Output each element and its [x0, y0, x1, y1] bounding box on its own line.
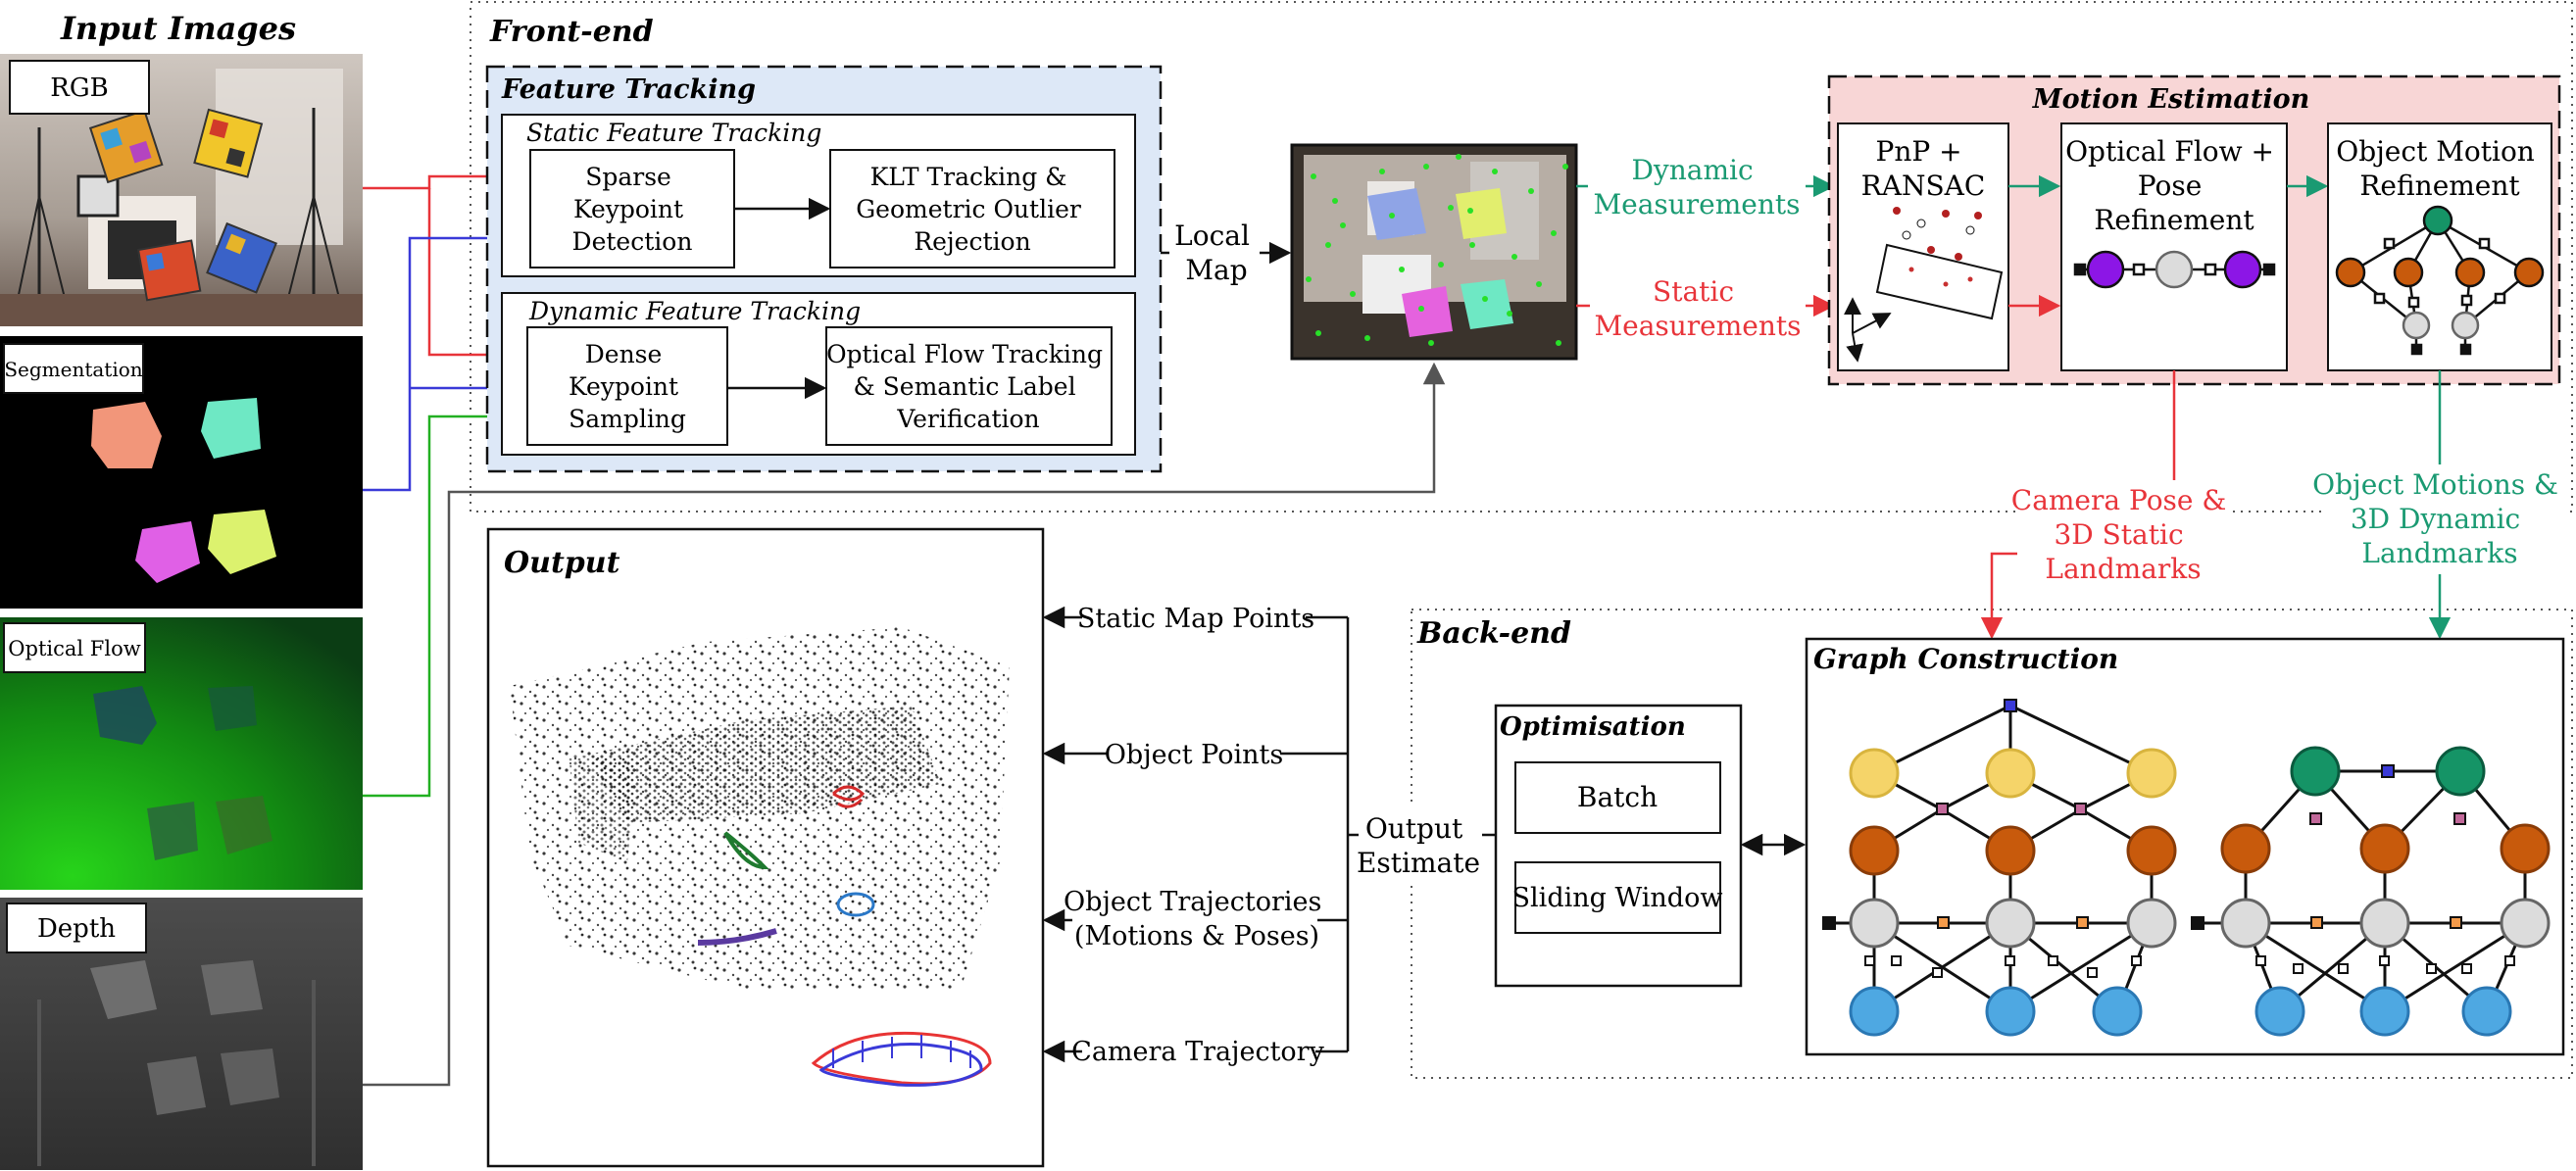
- static-measurements-bg: [1590, 268, 1806, 345]
- depth-connector: [363, 362, 1446, 1087]
- output-title: Output: [504, 546, 620, 580]
- static-tracking-title: Static Feature Tracking: [526, 119, 821, 147]
- motion-estimation-title: Motion Estimation: [2032, 84, 2310, 115]
- klt-tracking-label: KLT Tracking & Geometric Outlier Rejecti…: [856, 163, 1089, 256]
- object-point-purple: [697, 928, 777, 946]
- feature-tracking-title: Feature Tracking: [501, 74, 756, 105]
- flow-verification-label: Optical Flow Tracking & Semantic Label V…: [826, 340, 1111, 433]
- pnp-ransac-label: PnP + RANSAC: [1861, 135, 1986, 202]
- dense-keypoint-label: Dense Keypoint Sampling: [569, 340, 686, 433]
- dynamic-measurements-bg: [1588, 147, 1806, 223]
- pnp-ransac-icon: [1844, 207, 2004, 363]
- flow-verification-box: [825, 326, 1113, 446]
- pose-refinement-graph: [2073, 250, 2276, 289]
- static-factor-graph: [1822, 699, 2177, 1037]
- optimisation-title: Optimisation: [1500, 712, 1686, 742]
- frontend-title: Front-end: [489, 15, 654, 49]
- dynamic-measurements-label: Dynamic Measurements: [1593, 154, 1800, 220]
- static-measurements-label: Static Measurements: [1594, 275, 1801, 342]
- backend-title: Back-end: [1416, 616, 1571, 651]
- depth-label: Depth: [37, 914, 116, 944]
- optical-flow-connector: [363, 405, 529, 798]
- segmentation-label: Segmentation: [4, 358, 142, 381]
- sliding-window-box[interactable]: [1514, 861, 1721, 934]
- pnp-ransac-box: [1837, 122, 2009, 371]
- sparse-keypoint-label: Sparse Keypoint Detection: [572, 163, 693, 256]
- camera-pose-label-bg: [2017, 480, 2231, 590]
- local-map-label: Local Map: [1174, 220, 1259, 286]
- local-map-label-bg: [1169, 216, 1260, 290]
- object-motion-label: Object Motion Refinement: [2336, 135, 2544, 202]
- dynamic-factor-graph: [2191, 746, 2551, 1037]
- input-images-title: Input Images: [60, 10, 296, 47]
- graph-construction-title: Graph Construction: [1813, 643, 2118, 675]
- camera-trajectory-bg: [1082, 1032, 1315, 1071]
- batch-box[interactable]: [1514, 761, 1721, 834]
- segmentation-label-box: [3, 343, 144, 394]
- sparse-keypoint-box: [529, 149, 735, 268]
- output-point-cloud: [510, 627, 1010, 990]
- object-motions-label-bg: [2321, 464, 2566, 574]
- frontend-frame: [470, 1, 2573, 512]
- static-map-points-bg: [1082, 598, 1306, 637]
- optical-flow-label: Optical Flow: [8, 637, 140, 660]
- optimisation-box: [1494, 704, 1743, 988]
- camera-trajectory-plot: [811, 1031, 992, 1087]
- dynamic-tracking-title: Dynamic Feature Tracking: [528, 297, 861, 325]
- batch-label: Batch: [1577, 781, 1658, 813]
- object-motions-label: Object Motions & 3D Dynamic Landmarks: [2312, 468, 2567, 569]
- camera-trajectory-label: Camera Trajectory: [1071, 1037, 1324, 1067]
- depth-label-box: [6, 903, 147, 953]
- klt-tracking-box: [829, 149, 1115, 268]
- object-point-green: [723, 831, 769, 870]
- output-estimate-bg: [1359, 805, 1482, 884]
- object-trajectories-label: Object Trajectories (Motions & Poses): [1064, 887, 1330, 951]
- static-map-points-label: Static Map Points: [1077, 604, 1314, 634]
- object-points-label: Object Points: [1105, 740, 1283, 770]
- pose-refinement-box: [2060, 122, 2288, 371]
- output-estimate-label: Output Estimate: [1357, 812, 1480, 879]
- dense-keypoint-box: [526, 326, 728, 446]
- sliding-window-label: Sliding Window: [1512, 883, 1723, 913]
- object-points-bg: [1108, 735, 1280, 774]
- camera-pose-label: Camera Pose & 3D Static Landmarks: [2011, 484, 2235, 585]
- graph-construction-box: [1805, 637, 2565, 1056]
- local-map-image: [1290, 143, 1578, 361]
- rgb-label: RGB: [50, 73, 108, 103]
- optical-flow-label-box: [3, 622, 146, 673]
- object-point-red: [831, 785, 866, 808]
- object-point-blue: [836, 892, 875, 917]
- object-trajectories-bg: [1072, 880, 1317, 956]
- pose-refinement-label: Optical Flow + Pose Refinement: [2065, 135, 2283, 236]
- local-map-keypoints: [1306, 154, 1568, 346]
- object-motion-graph: [2335, 205, 2545, 356]
- rgb-label-box: [9, 60, 150, 115]
- object-motion-box: [2327, 122, 2552, 371]
